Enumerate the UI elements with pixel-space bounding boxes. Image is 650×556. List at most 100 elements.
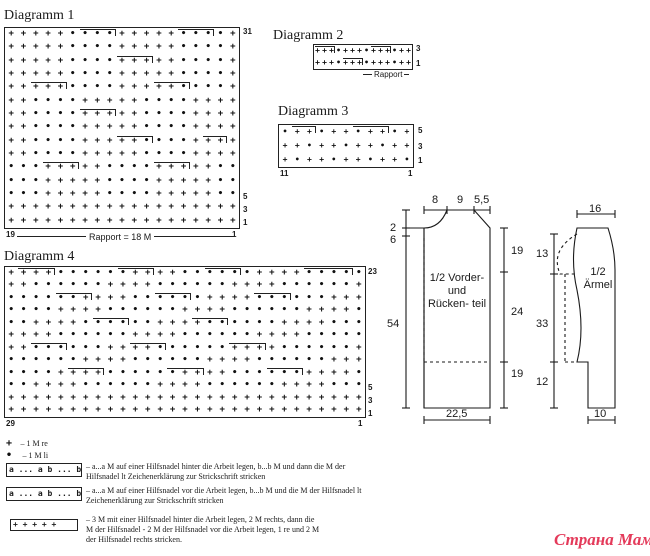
stitch-cell: + [356, 292, 362, 303]
stitch-cell: + [168, 162, 174, 173]
stitch-cell: + [57, 175, 64, 186]
stitch-cell: • [356, 267, 362, 278]
stitch-cell: • [132, 355, 139, 366]
stitch-cell: + [318, 305, 325, 316]
legend: + – 1 M re • – 1 M li a ... a b ... b – … [6, 433, 376, 553]
stitch-cell: • [70, 149, 76, 160]
stitch-cell: • [145, 292, 151, 303]
stitch-cell: + [94, 135, 101, 146]
stitch-cell: + [107, 342, 114, 353]
diagram-4-chart: ++++••••••++++••••••++++•••••++••••••+++… [4, 266, 366, 418]
stitch-cell: • [82, 330, 89, 341]
stitch-cell: • [82, 267, 89, 278]
diagram-4-row-label: 3 [368, 396, 373, 405]
stitch-cell: • [8, 317, 14, 328]
stitch-cell: + [157, 317, 163, 328]
stitch-cell: + [319, 155, 325, 164]
stitch-cell: + [168, 215, 174, 226]
stitch-cell: + [244, 342, 250, 353]
stitch-cell: • [95, 330, 101, 341]
stitch-cell: + [20, 122, 27, 133]
stitch-cell: + [169, 267, 176, 278]
stitch-cell: + [306, 380, 312, 391]
stitch-cell: • [132, 380, 139, 391]
stitch-cell: • [343, 342, 350, 353]
stitch-cell: • [107, 367, 114, 378]
stitch-cell: • [182, 342, 188, 353]
stitch-cell: • [404, 155, 410, 164]
stitch-cell: + [331, 367, 337, 378]
stitch-cell: + [8, 82, 14, 93]
stitch-cell: + [367, 141, 373, 150]
stitch-cell: • [33, 305, 39, 316]
stitch-cell: + [131, 135, 138, 146]
stitch-cell: • [306, 355, 312, 366]
stitch-cell: + [294, 380, 300, 391]
stitch-cell: + [168, 42, 174, 53]
stitch-cell: • [45, 367, 52, 378]
stitch-cell: • [107, 330, 114, 341]
stitch-cell: • [169, 280, 176, 291]
diagram-4-title: Diagramm 4 [4, 249, 75, 264]
stitch-cell: + [45, 405, 52, 416]
stitch-cell: + [82, 95, 88, 106]
stitch-cell: • [58, 267, 64, 278]
stitch-cell: • [281, 305, 288, 316]
stitch-cell: • [157, 342, 163, 353]
stitch-cell: + [20, 392, 27, 403]
stitch-cell: • [318, 280, 325, 291]
stitch-cell: • [82, 280, 89, 291]
stitch-cell: • [168, 122, 174, 133]
stitch-cell: • [319, 127, 325, 136]
dim-bottom: 22,5 [446, 408, 468, 420]
sleeve-dim-1: 13 [536, 248, 549, 260]
stitch-cell: • [33, 189, 39, 200]
stitch-cell: • [70, 267, 76, 278]
stitch-cell: + [33, 42, 39, 53]
stitch-cell: + [82, 189, 88, 200]
stitch-cell: + [82, 162, 88, 173]
stitch-cell: + [119, 82, 125, 93]
stitch-cell: • [45, 95, 51, 106]
stitch-cell: + [231, 392, 238, 403]
stitch-cell: • [94, 55, 101, 66]
stitch-cell: + [156, 29, 162, 40]
stitch-cell: + [82, 149, 88, 160]
stitch-cell: + [380, 127, 385, 136]
stitch-cell: • [20, 305, 27, 316]
stitch-cell: • [205, 55, 211, 66]
stitch-cell: • [356, 380, 362, 391]
stitch-cell: + [132, 392, 139, 403]
stitch-cell: + [399, 58, 404, 67]
stitch-cell: • [182, 355, 188, 366]
stitch-cell: + [145, 330, 151, 341]
stitch-cell: • [57, 149, 64, 160]
stitch-cell: • [318, 355, 325, 366]
stitch-cell: • [33, 280, 39, 291]
stitch-cell: + [94, 162, 101, 173]
stitch-cell: • [207, 380, 213, 391]
stitch-cell: • [219, 267, 225, 278]
diagram-1-title: Diagramm 1 [4, 8, 75, 23]
stitch-cell: • [33, 367, 39, 378]
stitch-cell: • [219, 380, 225, 391]
stitch-cell: + [281, 267, 288, 278]
stitch-cell: • [131, 189, 138, 200]
stitch-cell: • [94, 82, 101, 93]
dim-top-2: 9 [457, 194, 464, 206]
stitch-cell: + [307, 155, 312, 164]
stitch-cell: • [45, 280, 52, 291]
stitch-cell: • [120, 267, 126, 278]
stitch-cell: • [256, 317, 263, 328]
stitch-cell: + [182, 305, 188, 316]
stitch-cell: • [169, 342, 176, 353]
stitch-cell: + [282, 141, 288, 150]
stitch-cell: + [45, 380, 52, 391]
stitch-cell: + [132, 330, 139, 341]
stitch-cell: + [20, 280, 27, 291]
stitch-cell: + [207, 305, 213, 316]
stitch-cell: + [95, 292, 101, 303]
stitch-cell: + [94, 215, 101, 226]
diagram-2-title: Diagramm 2 [273, 28, 344, 43]
stitch-cell: • [132, 317, 139, 328]
